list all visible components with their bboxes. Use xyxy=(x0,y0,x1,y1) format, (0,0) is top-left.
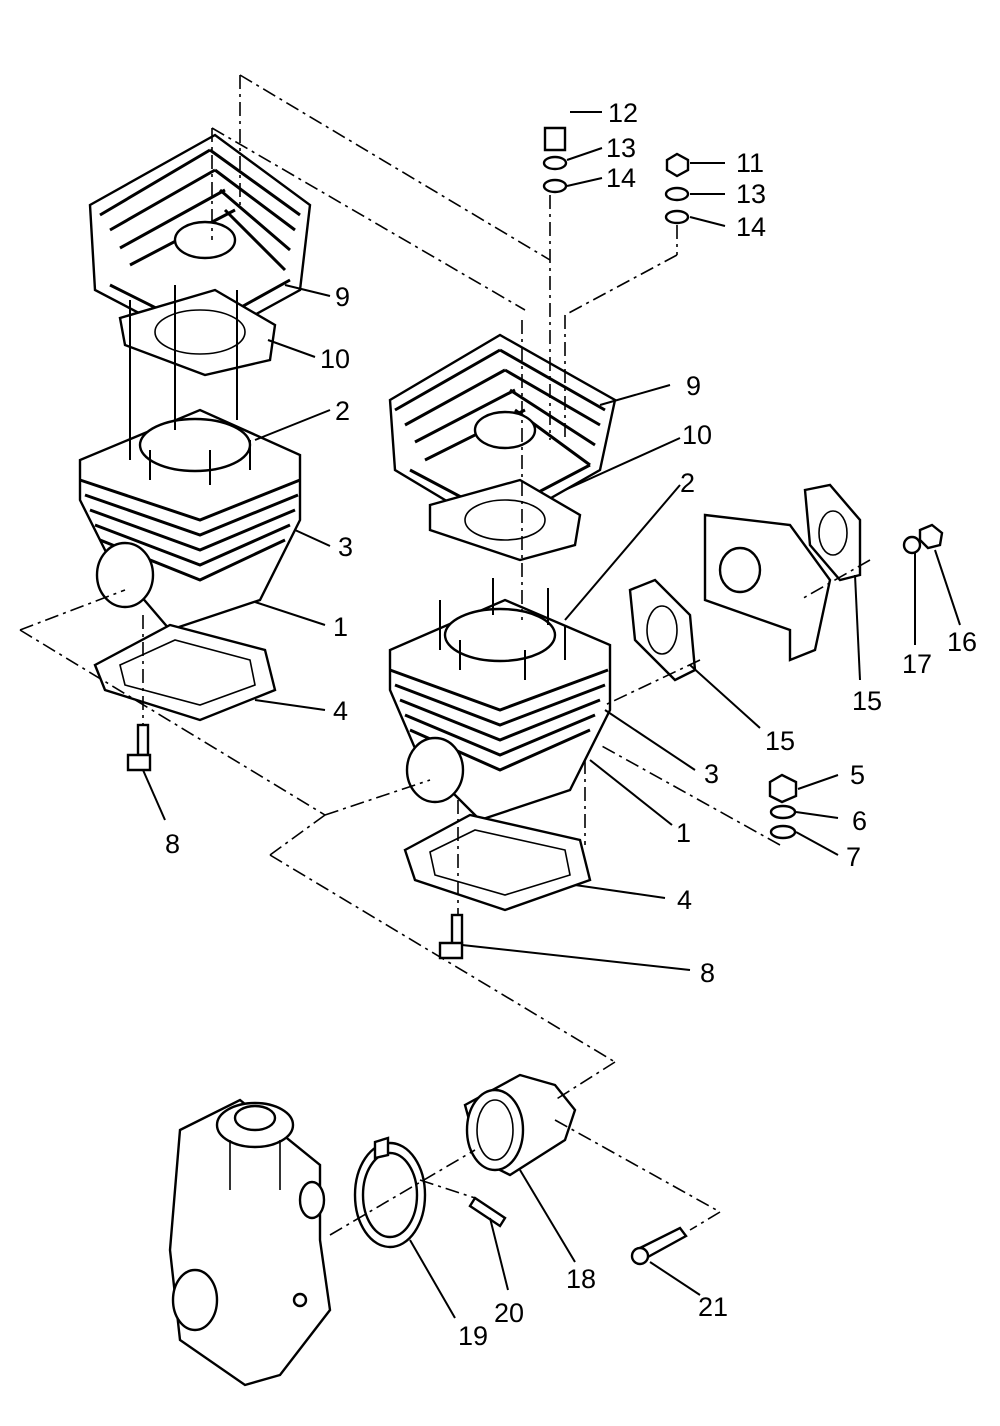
right-cylinder-head xyxy=(388,333,617,532)
leader-lines xyxy=(142,111,961,1319)
right-base-gasket xyxy=(403,813,592,912)
callout-4-b: 4 xyxy=(677,885,692,915)
callout-1-a: 1 xyxy=(333,612,348,642)
hardware-14-washer-b xyxy=(664,209,690,225)
hardware-6-lock-washer xyxy=(769,804,797,820)
right-head-gasket xyxy=(428,478,582,562)
callout-2-a: 2 xyxy=(335,396,350,426)
callout-10-a: 10 xyxy=(320,344,350,374)
callout-21: 21 xyxy=(698,1292,728,1322)
callout-8-b: 8 xyxy=(700,958,715,988)
callout-3-b: 3 xyxy=(704,759,719,789)
intake-bolt xyxy=(630,1226,688,1266)
callout-3-a: 3 xyxy=(338,532,353,562)
intake-boot xyxy=(463,1073,577,1177)
callout-1-b: 1 xyxy=(676,818,691,848)
callout-9-b: 9 xyxy=(686,371,701,401)
callout-7: 7 xyxy=(846,842,861,872)
left-cylinder xyxy=(78,285,302,632)
hardware-7-washer xyxy=(769,824,797,840)
callout-20: 20 xyxy=(494,1298,524,1328)
hardware-13-washer-a xyxy=(542,155,568,171)
assembly-dash-lines xyxy=(19,74,871,1236)
callout-11: 11 xyxy=(736,148,764,178)
hardware-14-washer-a xyxy=(542,178,568,194)
callout-9-a: 9 xyxy=(335,282,350,312)
callout-2-b: 2 xyxy=(680,468,695,498)
hardware-12-spacer-nut xyxy=(543,126,567,152)
callout-19: 19 xyxy=(458,1321,488,1351)
hardware-5-nut xyxy=(768,773,798,804)
exhaust-gasket-upper xyxy=(803,483,862,582)
callout-17: 17 xyxy=(902,649,932,679)
callout-13-a: 13 xyxy=(606,133,636,163)
hardware-11-nut xyxy=(665,152,690,178)
callout-4-a: 4 xyxy=(333,696,348,726)
callout-10-b: 10 xyxy=(682,420,712,450)
callout-6: 6 xyxy=(852,806,867,836)
hardware-17-washer xyxy=(902,535,922,555)
exhaust-gasket-lower xyxy=(628,578,697,682)
carburetor xyxy=(168,1098,332,1387)
callout-18: 18 xyxy=(566,1264,596,1294)
callout-13-b: 13 xyxy=(736,179,766,209)
left-cylinder-head xyxy=(88,133,312,347)
callout-14-a: 14 xyxy=(606,163,636,193)
callout-15-b: 15 xyxy=(765,726,795,756)
right-cylinder xyxy=(388,578,612,822)
callout-labels: 12 13 14 11 13 14 9 10 2 3 1 4 8 9 10 2 … xyxy=(165,98,977,1351)
callout-15-a: 15 xyxy=(852,686,882,716)
hardware-16-nut xyxy=(918,523,944,550)
callout-5: 5 xyxy=(850,760,865,790)
callout-16: 16 xyxy=(947,627,977,657)
hardware-13-washer-b xyxy=(664,186,690,202)
intake-clamp xyxy=(353,1136,427,1249)
left-impulse-fitting xyxy=(126,723,152,772)
right-impulse-fitting xyxy=(438,913,464,960)
left-base-gasket xyxy=(93,623,277,722)
intake-screw xyxy=(468,1196,507,1228)
callout-12: 12 xyxy=(608,98,638,128)
callout-14-b: 14 xyxy=(736,212,766,242)
exhaust-manifold-bracket xyxy=(703,513,832,662)
callout-8-a: 8 xyxy=(165,829,180,859)
